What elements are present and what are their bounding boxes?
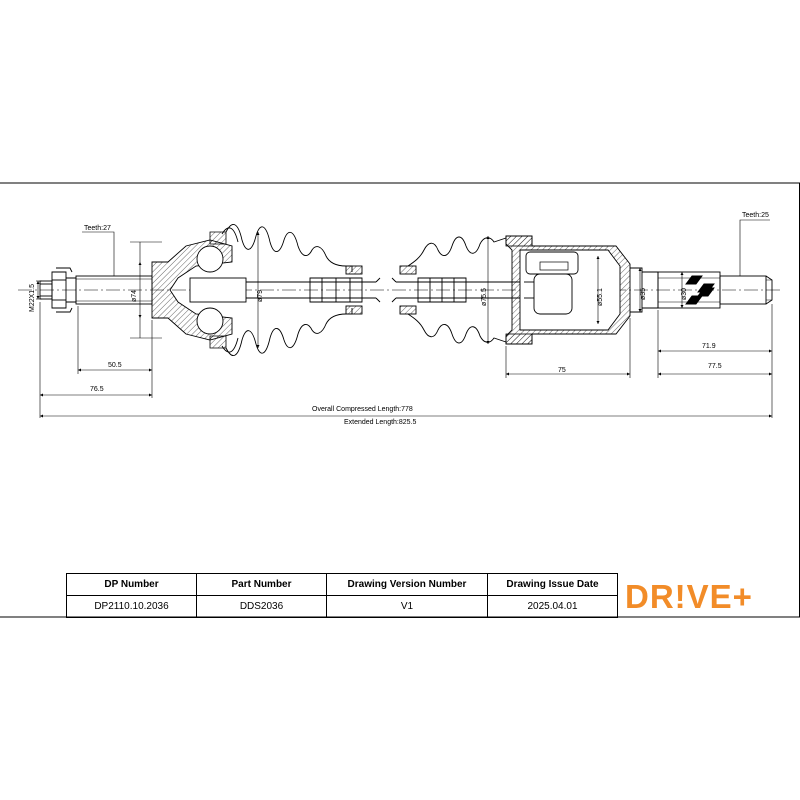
dim-75-label: 75 (558, 367, 566, 374)
inner-cv-joint (505, 235, 631, 345)
compressed-length-label: Overall Compressed Length:778 (312, 406, 413, 413)
right-stub-shaft (630, 267, 773, 313)
dia-79-label: ø79 (257, 290, 264, 302)
dia-35-label: ø35 (640, 288, 647, 300)
part-number-header: Part Number (196, 573, 327, 596)
drawing-version-header: Drawing Version Number (326, 573, 488, 596)
inner-boot (399, 236, 507, 344)
dimension-lines (36, 219, 773, 418)
dia-30-label: ø30 (681, 288, 688, 300)
left-teeth-label: Teeth:27 (84, 225, 111, 232)
dia-55-1-label: ø55.1 (597, 288, 604, 306)
drawing-version-value: V1 (326, 595, 488, 618)
logo-text: DR!VE+ (625, 578, 753, 615)
logo-cell: DR!VE+ (617, 573, 800, 618)
part-number-value: DDS2036 (196, 595, 327, 618)
drive-logo: DR!VE+ (625, 578, 753, 615)
title-block: DP Number Part Number Drawing Version Nu… (66, 573, 800, 618)
drawing-issue-date-header: Drawing Issue Date (487, 573, 618, 596)
dp-number-value: DP2110.10.2036 (66, 595, 197, 618)
extended-length-label: Extended Length:825.5 (344, 419, 417, 426)
outer-boot (221, 224, 363, 356)
dimension-labels: Teeth:27 Teeth:25 M22X1.5 ø74 ø79 ø75.5 … (29, 212, 769, 426)
drawing-issue-date-value: 2025.04.01 (487, 595, 618, 618)
dp-number-header: DP Number (66, 573, 197, 596)
dim-50-5-label: 50.5 (108, 362, 122, 369)
right-teeth-label: Teeth:25 (742, 212, 769, 219)
outer-cv-joint (151, 231, 247, 349)
thread-label: M22X1.5 (29, 284, 36, 312)
dia-74-label: ø74 (131, 290, 138, 302)
dim-77-5-label: 77.5 (708, 363, 722, 370)
main-shaft (246, 277, 524, 303)
dim-71-9-label: 71.9 (702, 343, 716, 350)
dim-76-5-label: 76.5 (90, 386, 104, 393)
drawing-frame (0, 182, 800, 618)
dia-75-5-label: ø75.5 (481, 288, 488, 306)
